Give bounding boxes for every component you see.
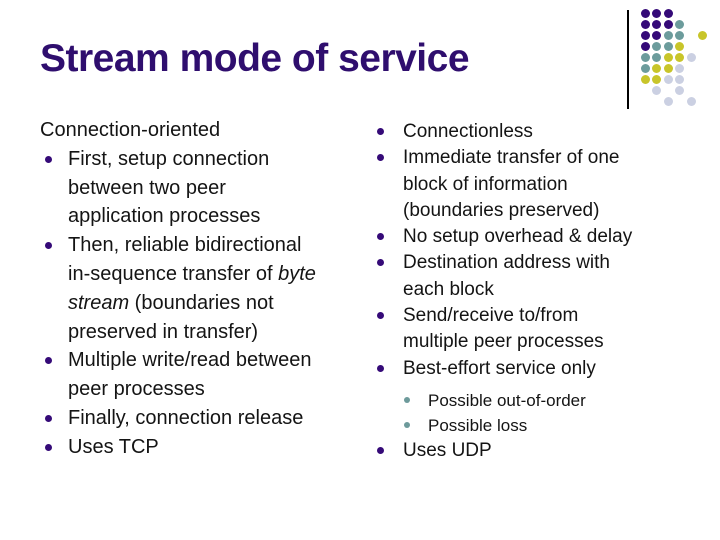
decorative-dot — [641, 53, 650, 62]
dots-decoration — [626, 9, 716, 111]
sub-bullet-icon — [404, 396, 410, 403]
bullet-item: Immediate transfer of one block of infor… — [375, 145, 705, 224]
bullet-item: Uses TCP — [40, 433, 352, 462]
decorative-dot — [663, 42, 673, 51]
bullet-item: Destination address with each block — [375, 250, 705, 303]
sub-bullet-icon — [404, 421, 410, 428]
item-text: Immediate transfer of one block of infor… — [403, 147, 620, 221]
bullet-icon — [45, 242, 52, 250]
decorative-dot — [652, 53, 662, 62]
decorative-dot — [663, 75, 673, 84]
decorative-dot — [641, 31, 650, 40]
bullet-item: Finally, connection release — [40, 404, 352, 433]
item-text: No setup overhead & delay — [403, 226, 633, 248]
decorative-dot — [663, 64, 673, 73]
bullet-item: Then, reliable bidirectional in-sequence… — [40, 231, 352, 346]
decorative-dot — [663, 20, 673, 29]
decorative-dot — [686, 97, 696, 106]
decorative-dot — [675, 64, 685, 73]
bullet-item: Uses UDP — [375, 438, 705, 464]
item-text: First, setup connection between two peer… — [68, 147, 270, 228]
decorative-dot — [641, 64, 650, 73]
bullet-icon — [377, 259, 384, 267]
decorative-dot — [675, 42, 685, 51]
decorative-dot — [675, 31, 685, 40]
bullet-icon — [45, 155, 52, 163]
item-text: Destination address with each block — [403, 252, 610, 300]
bullet-icon — [377, 128, 384, 135]
decorative-dot — [675, 53, 685, 62]
decorative-dot — [663, 53, 673, 62]
decorative-dot — [675, 86, 685, 95]
slide-title: Stream mode of service — [40, 37, 470, 80]
decorative-dot — [641, 20, 650, 29]
column-header: Connection-oriented — [40, 116, 352, 145]
decorative-dot — [652, 20, 662, 29]
decorative-dot — [652, 75, 662, 84]
bullet-item: Multiple write/read between peer process… — [40, 346, 352, 404]
item-text: Send/receive to/from multiple peer proce… — [403, 305, 604, 353]
item-text: Possible out-of-order — [428, 390, 586, 410]
decorative-dot — [663, 31, 673, 40]
decoration-divider-line — [627, 10, 629, 109]
decorative-dot — [652, 64, 662, 73]
decorative-dot — [663, 97, 673, 106]
decorative-dot — [652, 31, 662, 40]
bullet-icon — [377, 233, 384, 241]
bullet-item: No setup overhead & delay — [375, 224, 705, 250]
decorative-dot — [641, 42, 650, 51]
item-text: Finally, connection release — [68, 406, 304, 429]
bullet-icon — [377, 364, 384, 372]
decorative-dot — [652, 42, 662, 51]
item-text: Then, reliable bidirectional in-sequence… — [68, 234, 316, 343]
bullet-icon — [377, 446, 384, 454]
bullet-item: First, setup connection between two peer… — [40, 145, 352, 231]
decorative-dot — [675, 20, 685, 29]
item-text: Multiple write/read between peer process… — [68, 349, 312, 401]
sub-bullet-item: Possible loss — [375, 413, 705, 438]
item-text: Possible loss — [428, 415, 528, 435]
decorative-dot — [652, 9, 662, 18]
decorative-dot — [663, 9, 673, 18]
bullet-icon — [45, 414, 52, 422]
item-text: Connectionless — [403, 121, 533, 142]
decorative-dot — [641, 9, 650, 18]
bullet-icon — [377, 312, 384, 320]
item-text: Uses UDP — [403, 439, 492, 461]
bullet-item: Best-effort service only — [375, 356, 705, 382]
decorative-dot — [675, 75, 685, 84]
item-text: Best-effort service only — [403, 357, 596, 379]
bullet-item: Connectionless — [375, 119, 705, 145]
decorative-dot — [686, 53, 696, 62]
bullet-icon — [377, 154, 384, 162]
bullet-item: Send/receive to/from multiple peer proce… — [375, 303, 705, 356]
decorative-dot — [652, 86, 662, 95]
bullet-icon — [45, 443, 52, 451]
decorative-dot — [641, 75, 650, 84]
item-text: Uses TCP — [68, 435, 159, 458]
sub-bullet-item: Possible out-of-order — [375, 388, 705, 413]
decorative-dot — [698, 31, 707, 40]
bullet-icon — [45, 357, 52, 365]
item-text: Connection-oriented — [40, 119, 221, 141]
